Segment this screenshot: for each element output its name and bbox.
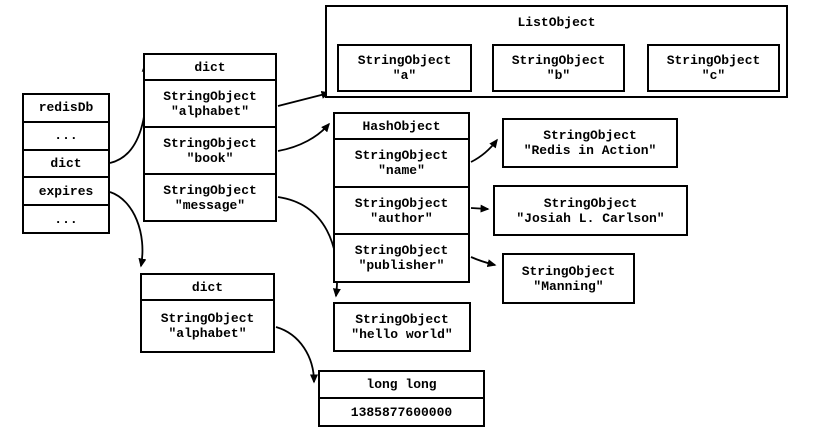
dict-top-key-alphabet: StringObject "alphabet" <box>145 81 275 128</box>
dict-top-box: dict StringObject "alphabet" StringObjec… <box>143 53 277 222</box>
arrow-dict-to-dict-top <box>109 62 150 164</box>
hashobject-header: HashObject <box>335 114 468 140</box>
listobject-item-b: StringObject "b" <box>492 44 625 92</box>
long-long-value: 1385877600000 <box>350 404 453 420</box>
redisdb-row-expires: expires <box>24 178 108 207</box>
redisdb-label: redisDb <box>38 100 94 116</box>
value-hello-world: StringObject "hello world" <box>333 302 471 352</box>
arrow-expires-to-dict-bottom <box>109 191 147 268</box>
dict-top-key-message: StringObject "message" <box>163 182 257 213</box>
arrow-message-to-hello-world <box>277 196 341 298</box>
redisdb-row-ellipsis-2: ... <box>54 211 78 227</box>
hashobject-field-name: StringObject "name" <box>335 140 468 188</box>
value-manning: StringObject "Manning" <box>502 253 635 304</box>
redisdb-row-ellipsis-1: ... <box>24 123 108 151</box>
value-josiah-carlson: StringObject "Josiah L. Carlson" <box>493 185 688 236</box>
dict-bottom-header: dict <box>142 275 273 301</box>
arrow-publisher-to-manning <box>470 256 497 268</box>
arrow-alphabet-to-listobject <box>277 90 331 107</box>
dict-bottom-key-alphabet: StringObject "alphabet" <box>160 311 255 341</box>
long-long-header: long long <box>320 372 483 399</box>
dict-top-header: dict <box>145 55 275 81</box>
listobject-item-a: StringObject "a" <box>337 44 472 92</box>
long-long-box: long long 1385877600000 <box>318 370 485 427</box>
redisdb-row-dict: dict <box>24 151 108 179</box>
arrow-author-to-carlson <box>470 204 490 213</box>
arrow-name-to-redis-in-action <box>470 138 498 163</box>
hashobject-field-author: StringObject "author" <box>335 188 468 236</box>
listobject-item-c: StringObject "c" <box>647 44 780 92</box>
arrow-book-to-hashobject <box>277 122 330 152</box>
listobject-box: ListObject StringObject "a" StringObject… <box>325 5 788 98</box>
redisdb-stack: redisDb ... dict expires ... <box>22 93 110 234</box>
dict-bottom-box: dict StringObject "alphabet" <box>140 273 275 353</box>
dict-top-key-book: StringObject "book" <box>145 128 275 175</box>
redisdb-row-title: redisDb <box>24 95 108 123</box>
hashobject-field-publisher: StringObject "publisher" <box>354 243 449 274</box>
hashobject-box: HashObject StringObject "name" StringObj… <box>333 112 470 283</box>
listobject-header: ListObject <box>517 15 596 30</box>
value-redis-in-action: StringObject "Redis in Action" <box>502 118 678 168</box>
arrow-alphabet2-to-long-long <box>275 326 318 384</box>
